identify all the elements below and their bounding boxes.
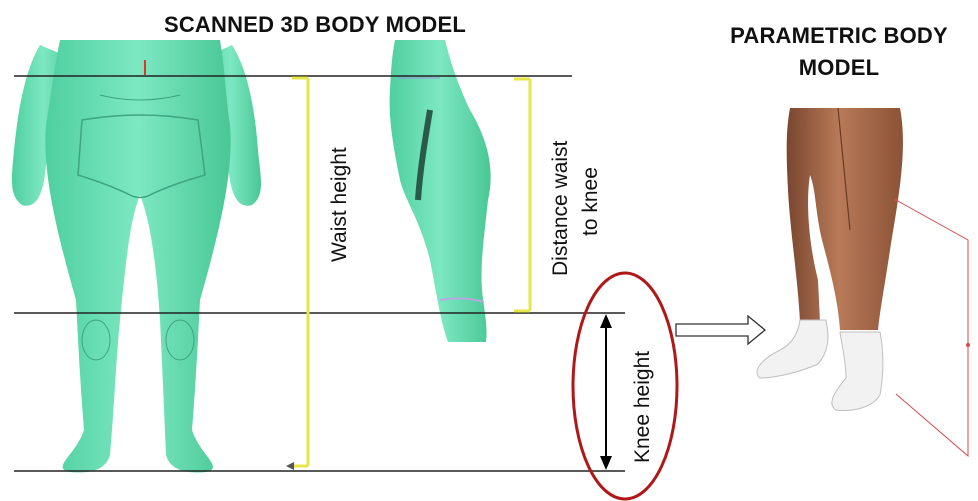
distance-label-line2: to knee [579,167,603,236]
transfer-arrow [676,316,765,344]
parametric-title-line1: PARAMETRIC BODY [700,20,978,52]
scan-side-body [390,40,491,342]
parametric-title-line2: MODEL [700,52,978,84]
waist-height-label: Waist height [328,147,352,262]
knee-arrow-head-bottom [600,456,612,470]
distance-label-line1: Distance waist [549,141,573,276]
knee-height-label: Knee height [631,351,655,463]
waist-height-bracket [292,78,308,466]
plane-marker-dot [966,343,970,347]
plane-marker-dot-top [895,199,898,202]
knee-arrow-head-top [600,314,612,328]
parametric-body-legs [757,108,903,410]
scanned-model-title: SCANNED 3D BODY MODEL [120,12,510,38]
parametric-model-title: PARAMETRIC BODY MODEL [700,20,978,84]
knee-cutting-plane [896,200,968,456]
knee-highlight-ellipse [573,273,677,499]
distance-waist-knee-bracket [514,79,530,311]
scan-front-body [12,40,261,472]
